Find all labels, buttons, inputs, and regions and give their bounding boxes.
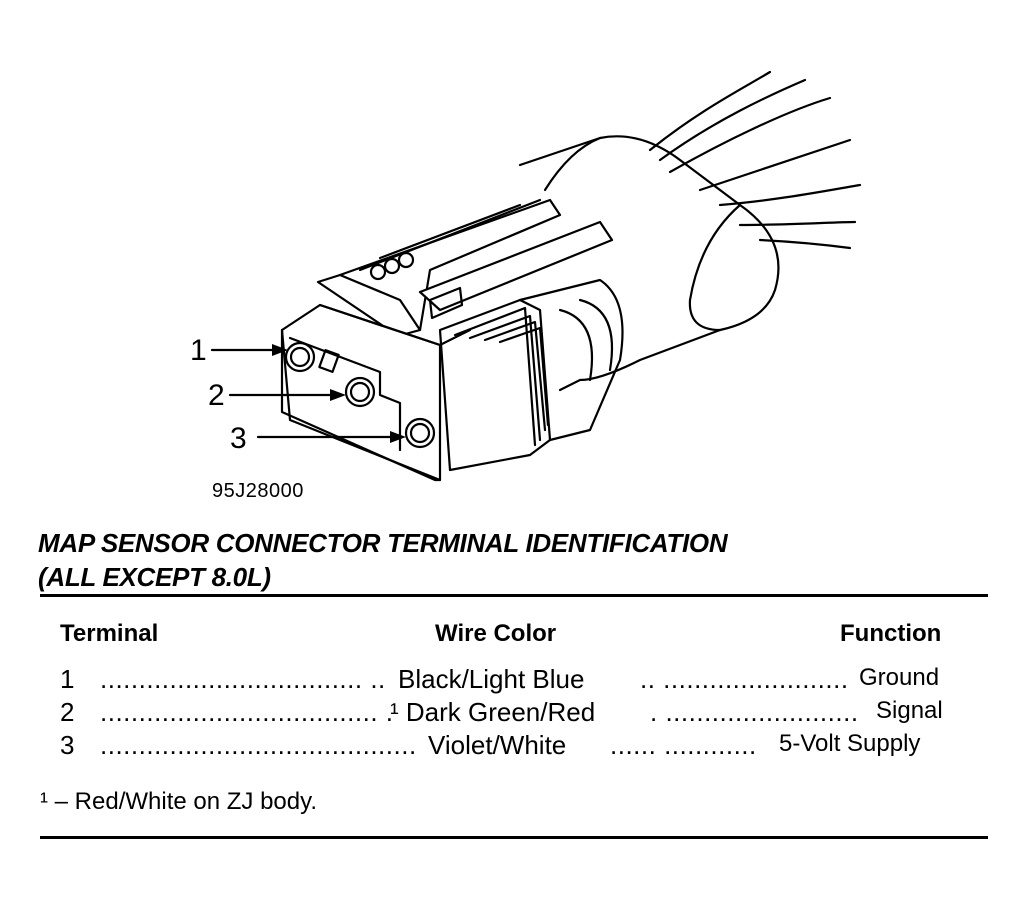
latch-tab — [316, 198, 614, 338]
connector-rear-housing — [518, 135, 780, 392]
table-row: 2 .................................... .… — [0, 697, 1027, 729]
terminal-number: 1 — [60, 664, 75, 694]
terminal-cavity-2 — [344, 376, 376, 408]
terminal-number: 3 — [60, 730, 75, 760]
leader-dots: ...... ............ — [610, 730, 757, 760]
table-row: 1 .................................. .. … — [0, 664, 1027, 696]
wire-color: ¹ Dark Green/Red — [390, 697, 596, 727]
page-subtitle: (ALL EXCEPT 8.0L) — [38, 562, 271, 592]
bottom-divider — [40, 836, 988, 839]
page-title: MAP SENSOR CONNECTOR TERMINAL IDENTIFICA… — [38, 528, 728, 558]
function: 5-Volt Supply — [779, 730, 921, 757]
top-divider — [40, 594, 988, 597]
footnote: ¹ – Red/White on ZJ body. — [40, 788, 318, 815]
column-header-terminal: Terminal — [60, 620, 159, 647]
leader-dots: ........................................… — [100, 730, 417, 760]
leader-dots: .................................... . — [100, 697, 394, 727]
terminal-cavity-3 — [404, 417, 436, 449]
connector-ribs — [438, 278, 624, 472]
function: Ground — [859, 664, 940, 691]
terminal-number: 2 — [60, 697, 75, 727]
wire-bundle — [648, 70, 862, 250]
column-header-function: Function — [840, 620, 942, 647]
leader-dots: .. ........................ — [640, 664, 849, 694]
column-header-wire-color: Wire Color — [435, 620, 557, 647]
wire-color: Black/Light Blue — [398, 664, 585, 694]
figure-id: 95J28000 — [212, 480, 304, 502]
callout-2-label: 2 — [208, 379, 225, 412]
leader-dots: .................................. .. — [100, 664, 386, 694]
callout-1-label: 1 — [190, 334, 207, 367]
callout-3-label: 3 — [230, 422, 247, 455]
connector-illustration — [210, 70, 862, 482]
wire-color: Violet/White — [428, 730, 567, 760]
function: Signal — [876, 697, 943, 724]
leader-dots: . ......................... — [650, 697, 859, 727]
terminal-cavity-1 — [284, 341, 316, 373]
callout-leaders — [210, 348, 400, 439]
table-row: 3 ......................................… — [0, 730, 1027, 762]
